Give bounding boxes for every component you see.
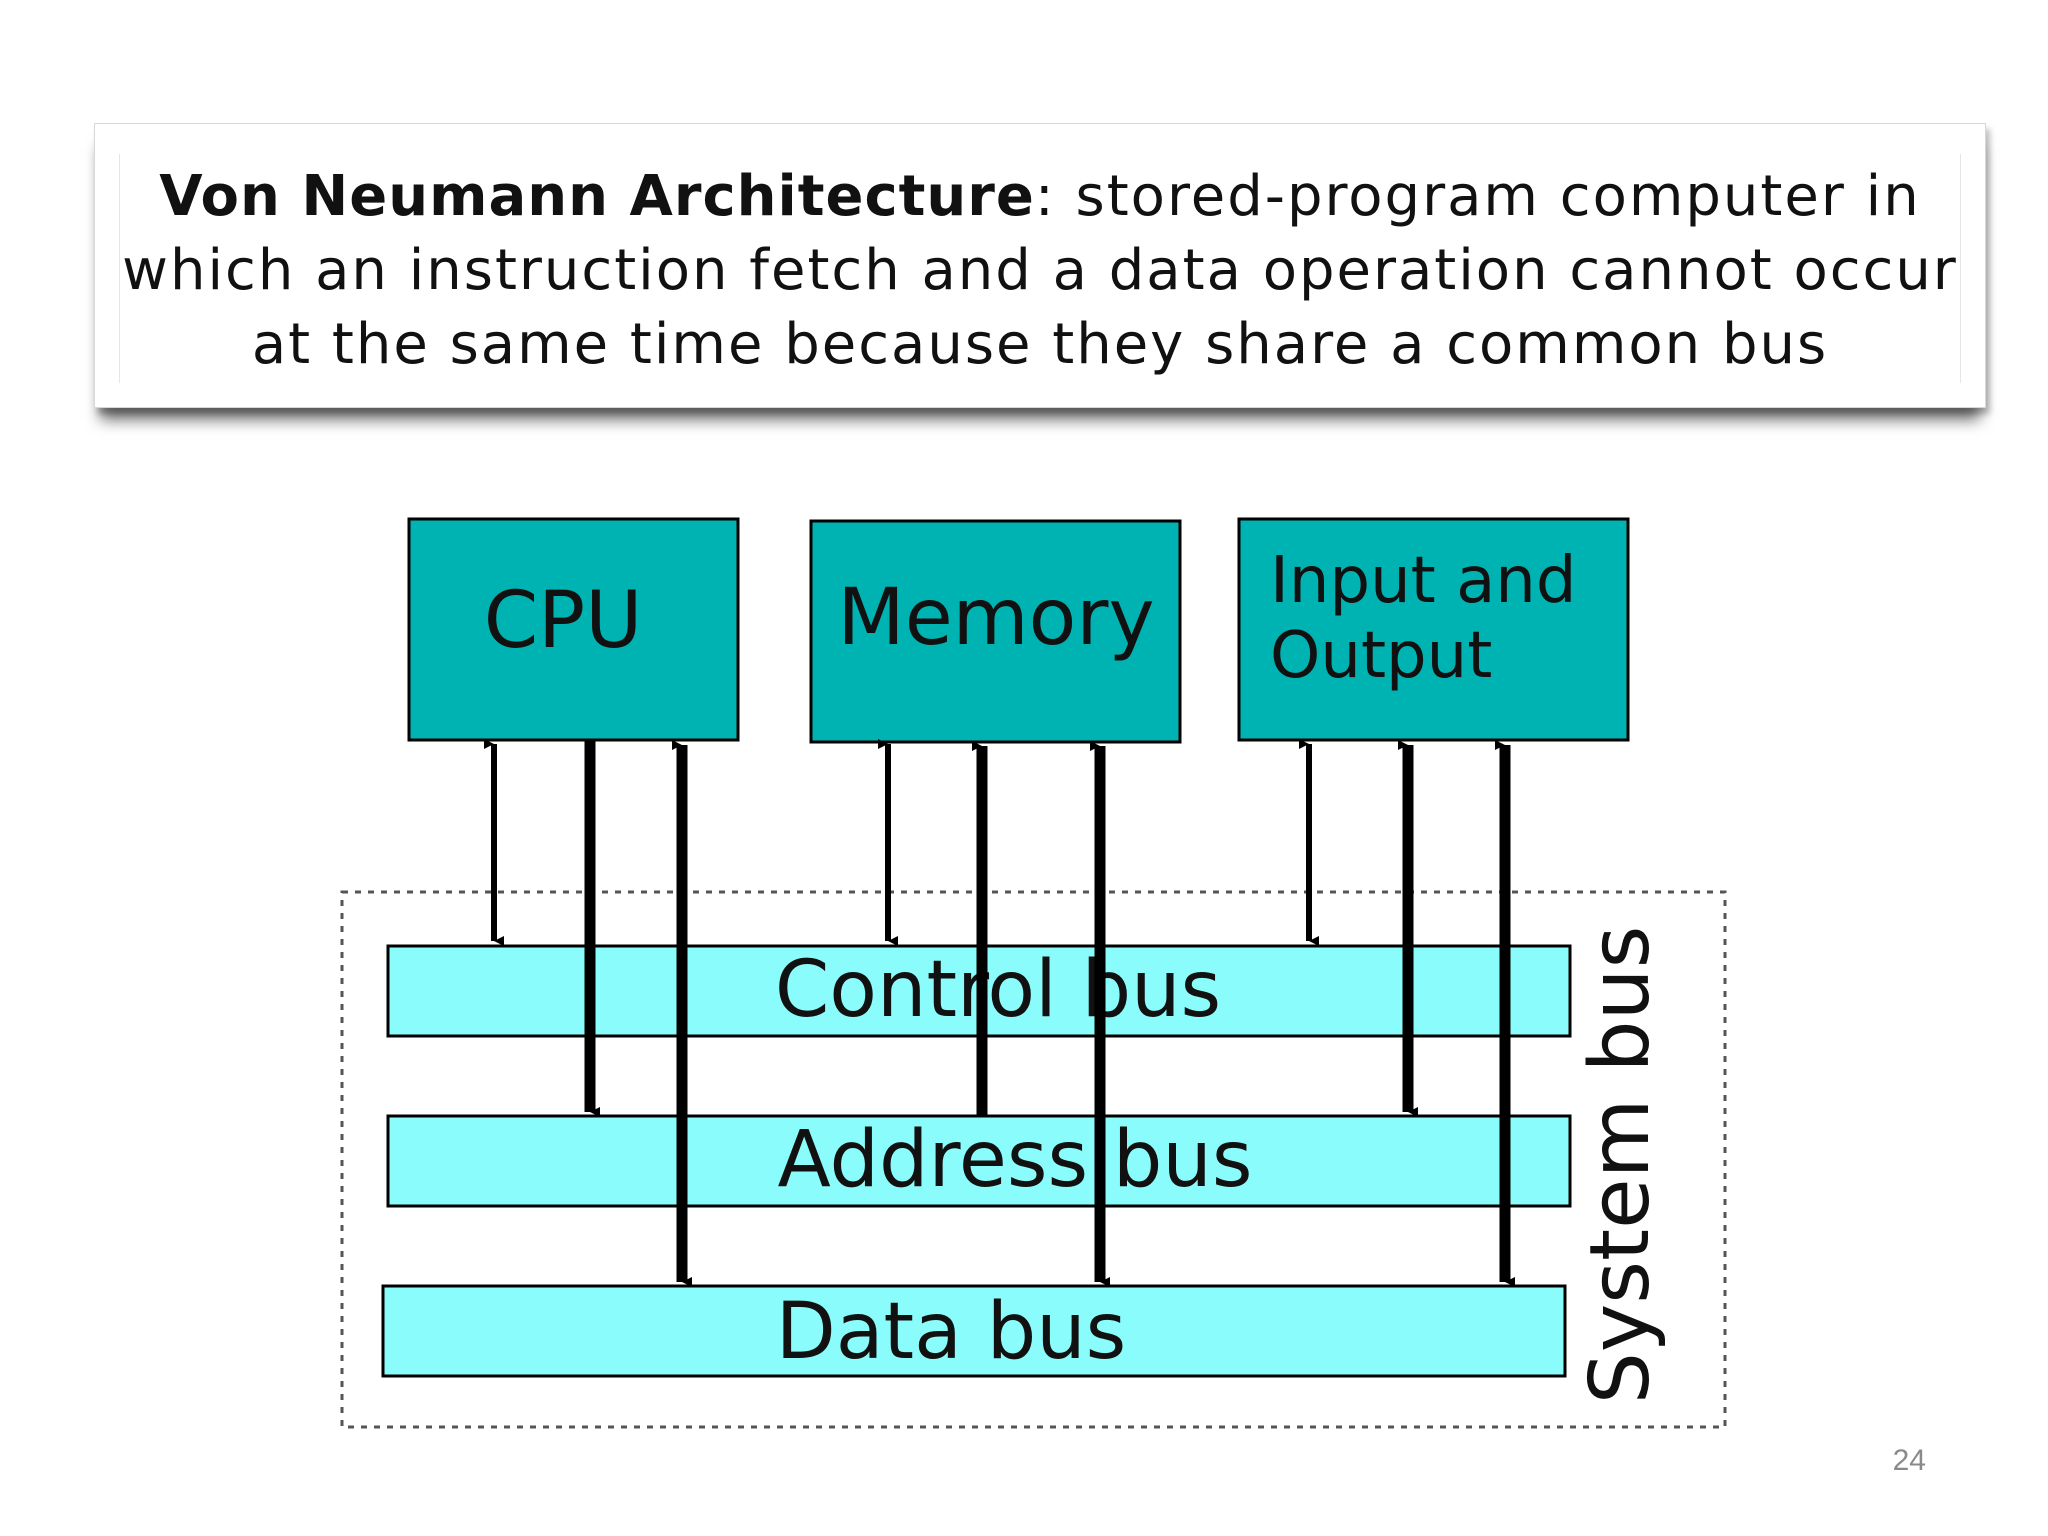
cpu-block: CPU <box>407 517 740 742</box>
divider <box>1960 154 1961 383</box>
definition-line-3: at the same time because they share a co… <box>251 312 1829 377</box>
bus-connectors <box>484 739 1515 1287</box>
divider <box>119 154 120 383</box>
definition-separator: : <box>1034 164 1056 229</box>
io-label-line-2: Output <box>1270 619 1492 693</box>
io-label-line-1: Input and <box>1270 544 1576 618</box>
definition-line-1-text: stored-program computer in <box>1055 164 1921 229</box>
control-bus-label: Control bus <box>775 945 1221 1035</box>
system-bus-label: System bus <box>1573 926 1668 1405</box>
definition-box: Von Neumann Architecture: stored-program… <box>94 123 1986 408</box>
definition-line-1: Von Neumann Architecture: stored-program… <box>119 160 1961 234</box>
io-block: Input and Output <box>1237 517 1630 742</box>
system-bus-frame <box>340 890 1727 1429</box>
data-bus: Data bus <box>381 1284 1567 1378</box>
page-number: 24 <box>1892 1444 1926 1477</box>
address-bus-label: Address bus <box>777 1115 1252 1205</box>
data-bus-label: Data bus <box>776 1287 1127 1377</box>
address-bus: Address bus <box>386 1114 1572 1208</box>
definition-line-2: which an instruction fetch and a data op… <box>122 238 1958 303</box>
definition-term: Von Neumann Architecture <box>159 164 1035 229</box>
cpu-label: CPU <box>484 576 643 666</box>
memory-block: Memory <box>809 519 1182 744</box>
memory-label: Memory <box>837 573 1154 663</box>
